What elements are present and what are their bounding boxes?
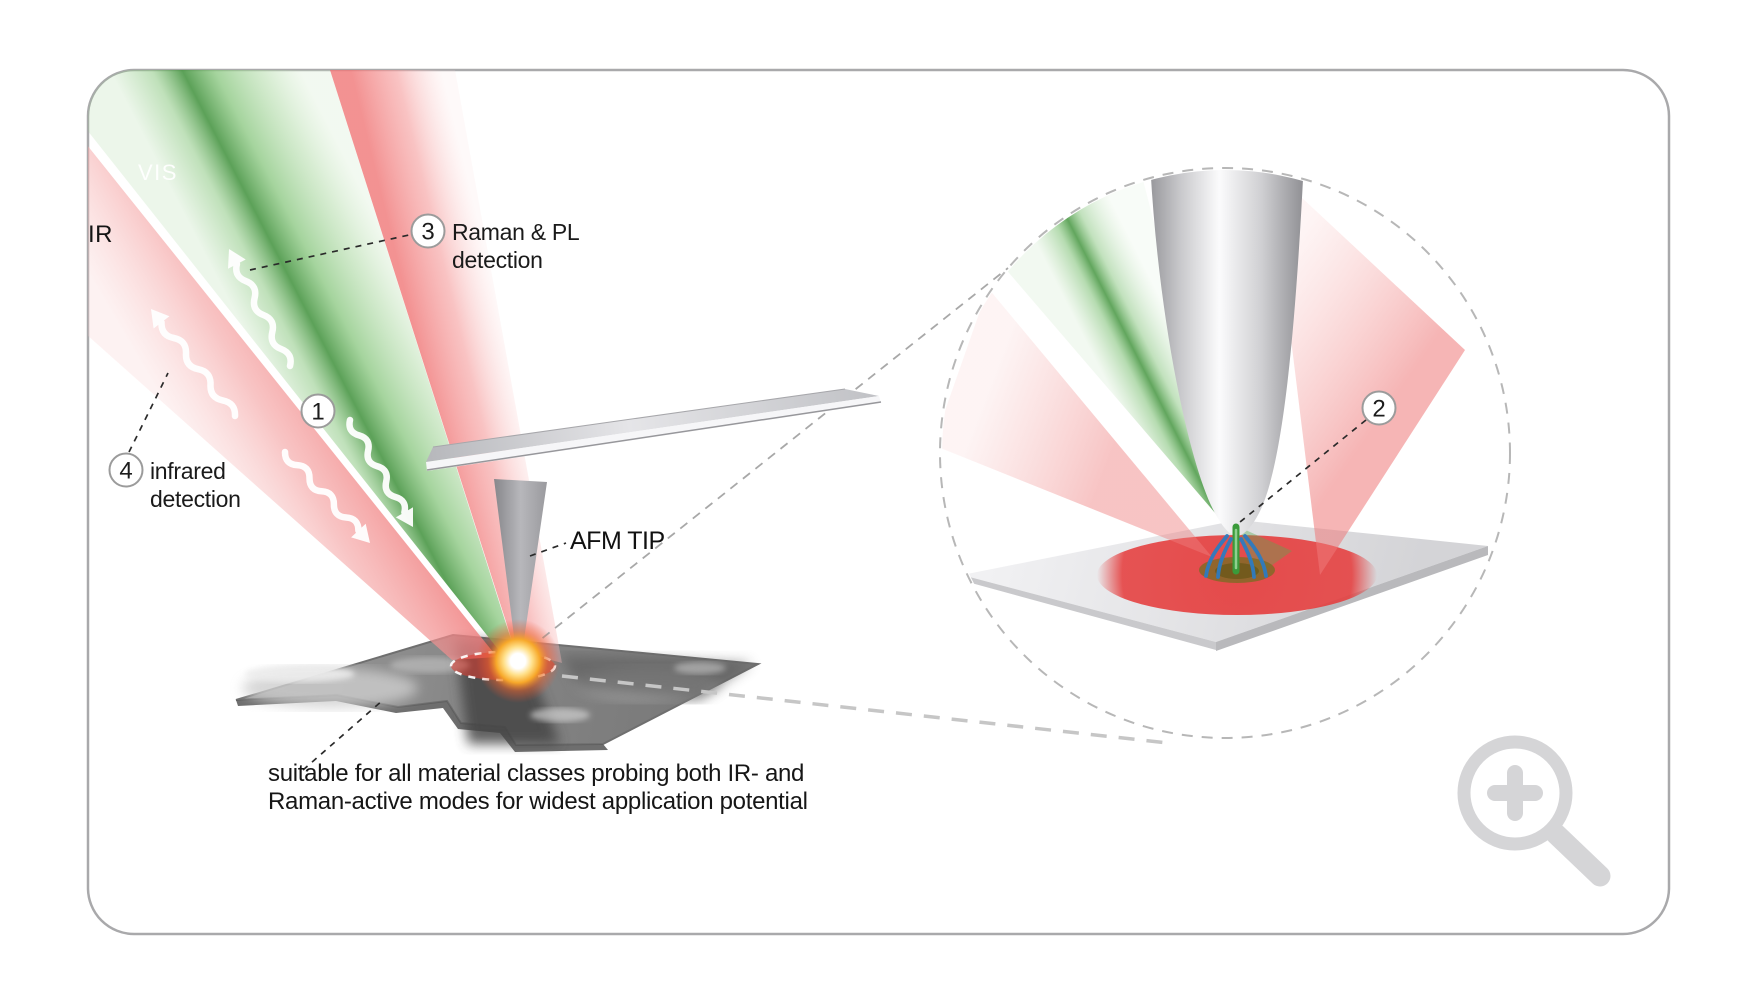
leader-raman [249, 234, 410, 271]
zoom-connector-top [529, 267, 1009, 649]
inset-dashed-circle [939, 167, 1511, 739]
inset-ir-beam-right [1270, 170, 1465, 575]
ir-beam-label: IR [88, 221, 113, 248]
caption-line1: suitable for all material classes probin… [268, 760, 804, 787]
raman-detection-label-line1: Raman & PL [452, 219, 580, 245]
marker-3: 3 [410, 213, 446, 249]
marker-4-number: 4 [119, 458, 132, 485]
marker-2: 2 [1361, 390, 1397, 426]
ir-emission-wave-arrow [151, 309, 239, 420]
hotspot-core [511, 653, 525, 667]
marker-1-number: 1 [311, 399, 324, 426]
infrared-detection-label-line2: detection [150, 486, 241, 512]
marker-1: 1 [300, 393, 336, 429]
raman-emission-wave-arrow [228, 249, 294, 370]
zoom-connector-bottom [561, 674, 1169, 745]
inset-vis-beam [985, 170, 1234, 535]
near-field-lines [1204, 534, 1268, 579]
infrared-detection-label-line1: infrared [150, 458, 226, 484]
afm-cantilever [426, 388, 882, 471]
inset-scene [942, 170, 1488, 651]
leader-caption [302, 699, 384, 771]
ir-beam-left [88, 145, 497, 660]
afm-tip-label: AFM TIP [570, 527, 665, 555]
marker-3-number: 3 [421, 219, 434, 246]
ir-excitation-wave-arrow [281, 448, 370, 543]
afm-tip-cone [494, 479, 547, 668]
marker-2-number: 2 [1372, 396, 1385, 423]
inset-ir-beam-left [942, 288, 1212, 557]
magnifier-plus-icon[interactable] [1457, 735, 1611, 887]
caption-line2: Raman-active modes for widest applicatio… [268, 788, 808, 815]
vis-excitation-wave-arrow [346, 416, 413, 527]
raman-detection-label-line2: detection [452, 247, 543, 273]
leader-marker2 [1239, 419, 1367, 523]
leader-infrared [128, 372, 169, 453]
marker-4: 4 [108, 452, 144, 488]
inset-tip-apex [1150, 170, 1304, 536]
vis-beam-label: VIS [138, 160, 178, 185]
